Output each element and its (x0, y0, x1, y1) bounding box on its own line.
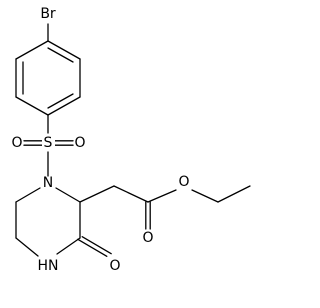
atom-o-ester-ether: O (178, 174, 189, 190)
atom-o-sulfonyl-left: O (11, 135, 22, 151)
atom-o-sulfonyl-right: O (74, 135, 85, 151)
bond-o-ch2 (191, 189, 219, 203)
bond-c2-ch2 (79, 185, 115, 203)
atom-o-ester-carbonyl: O (142, 230, 153, 246)
bond-co-o-ether (147, 189, 177, 203)
bond-ring-bottom-right (47, 96, 81, 116)
atom-labels: Br S O O N HN O O O (11, 6, 189, 274)
bonds (15, 23, 251, 257)
atom-o-lactam: O (109, 258, 120, 274)
atom-hn4: HN (38, 258, 59, 274)
bond-c3-n4 (56, 237, 81, 255)
bond-ring-double-1 (47, 47, 74, 63)
bond-ring-top-left (15, 40, 49, 60)
bond-ring-top-right (47, 40, 81, 60)
atom-br: Br (40, 6, 56, 22)
bond-ring-bottom-left (15, 96, 49, 116)
bond-c3-o-b (77, 238, 108, 257)
bond-n1-c2 (55, 187, 81, 203)
atom-n1: N (43, 175, 53, 191)
structure-drawing: Br S O O N HN O O O (11, 6, 251, 274)
bond-c6-n1 (15, 187, 41, 203)
atom-s: S (44, 135, 53, 151)
bond-c3-o-a (81, 236, 112, 255)
bond-ring-double-2 (47, 93, 74, 109)
bond-ch2-co (113, 185, 149, 203)
bond-n4-c5 (15, 237, 39, 257)
bond-ch2-ch3 (217, 185, 251, 203)
